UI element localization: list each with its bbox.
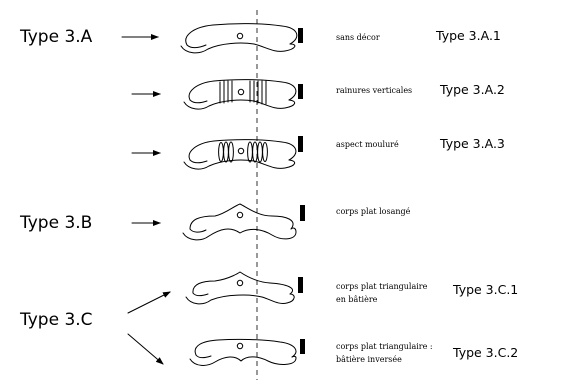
description-3c2-line2: bâtière inversée	[336, 355, 402, 364]
description-3b: corps plat losangé	[336, 207, 411, 216]
arrow-3c1	[127, 291, 171, 314]
description-3a1: sans décor	[336, 33, 380, 42]
code-type-3c2: Type 3.C.2	[452, 345, 518, 360]
object-type-3b	[182, 203, 305, 241]
object-type-3c1	[185, 271, 303, 305]
scale-bar-3c1	[298, 277, 303, 293]
object-type-3a2	[183, 79, 303, 110]
description-3a2: rainures verticales	[336, 86, 412, 95]
object-type-3a1	[180, 23, 303, 54]
object-type-3a3	[183, 136, 303, 170]
group-label-type-3a: Type 3.A	[19, 27, 93, 47]
description-3c2-line1: corps plat triangulaire :	[336, 342, 433, 351]
scale-bar-3a2	[298, 84, 303, 99]
object-type-3c2	[189, 338, 305, 366]
description-3a3: aspect mouluré	[336, 140, 399, 149]
description-3c1-line2: en bâtière	[336, 295, 378, 304]
code-type-3a1: Type 3.A.1	[435, 28, 501, 43]
code-type-3c1: Type 3.C.1	[452, 282, 518, 297]
scale-bar-3a1	[298, 28, 303, 43]
scale-bar-3b	[300, 205, 305, 221]
group-label-type-3b: Type 3.B	[19, 213, 92, 233]
code-type-3a3: Type 3.A.3	[439, 136, 505, 151]
group-label-type-3c: Type 3.C	[19, 310, 93, 330]
code-type-3a2: Type 3.A.2	[439, 82, 505, 97]
description-3c1-line1: corps plat triangulaire	[336, 282, 428, 291]
scale-bar-3c2	[300, 339, 305, 354]
scale-bar-3a3	[298, 136, 303, 152]
arrow-3c2	[127, 333, 164, 365]
